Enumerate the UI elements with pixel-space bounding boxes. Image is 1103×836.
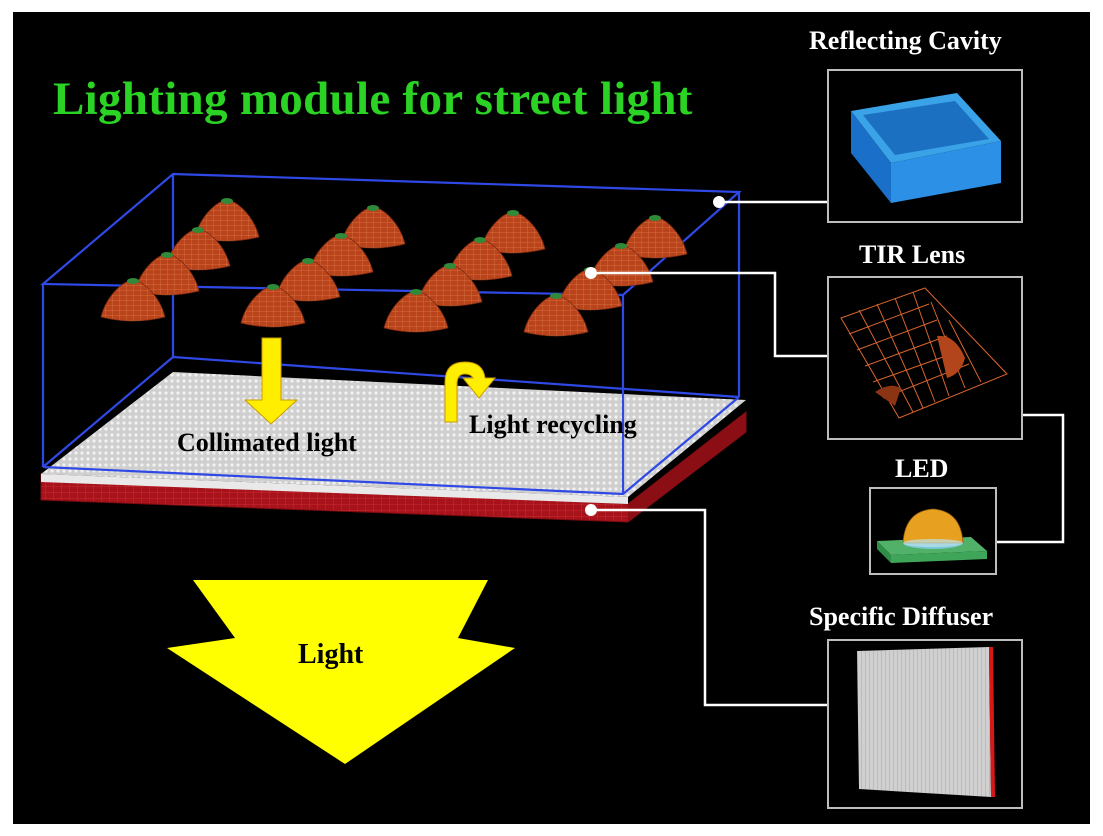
collimated-light-arrow [243,337,299,425]
tir-lens-array [100,197,688,337]
reflecting-cavity-icon [851,93,1001,203]
diffuser-plate [40,372,747,523]
light-output-label: Light [298,639,364,670]
output-light-arrow [167,580,515,764]
led-title: LED [895,454,949,483]
specific-diffuser-title: Specific Diffuser [809,602,994,631]
reflecting-cavity-wireframe [40,172,742,496]
diagram-stage: Lighting module for street light Collima… [13,12,1090,824]
diagram-title: Lighting module for street light [53,73,693,125]
light-recycling-arrow [444,361,497,423]
specific-diffuser-panel [827,639,1023,809]
connector-dots [585,196,725,516]
tir-lens-title: TIR Lens [859,240,966,269]
reflecting-cavity-panel [827,69,1023,223]
reflecting-cavity-title: Reflecting Cavity [809,26,1002,55]
module-illustration [40,172,1065,764]
tir-lens-panel [827,276,1023,440]
led-icon [877,508,987,563]
collimated-light-label: Collimated light [177,428,357,457]
tir-lens-icon [840,287,1008,419]
light-recycling-label: Light recycling [469,410,637,439]
led-panel [869,487,997,575]
specific-diffuser-icon [857,647,995,797]
